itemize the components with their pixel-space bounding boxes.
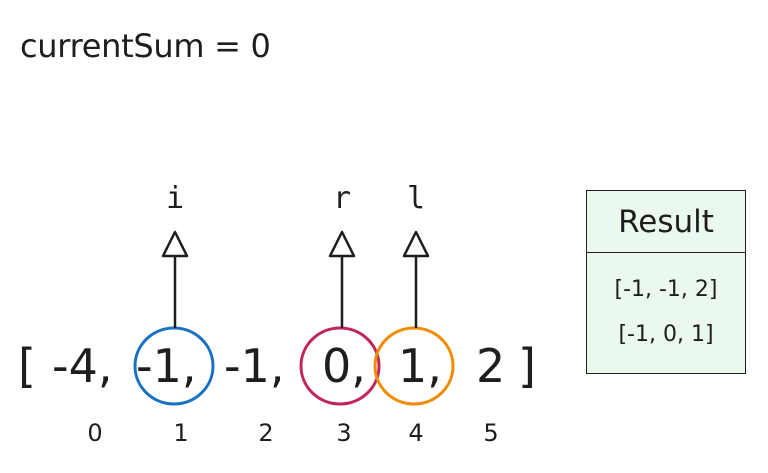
index-label-5: 5	[483, 419, 499, 447]
array-item-1: -1,	[136, 339, 197, 393]
index-label-4: 4	[408, 419, 424, 447]
array-close-bracket: ]	[518, 339, 536, 393]
circle-index-4	[373, 326, 455, 406]
arrow-i	[161, 230, 189, 328]
array-open-bracket: [	[18, 339, 36, 393]
arrow-l	[402, 230, 430, 328]
array-item-3: 0,	[322, 339, 366, 393]
result-row-0: [-1, -1, 2]	[614, 277, 718, 302]
array-item-2: -1,	[224, 339, 285, 393]
index-label-2: 2	[258, 419, 274, 447]
array-item-0: -4,	[52, 339, 113, 393]
pointer-label-r: r	[332, 181, 352, 216]
result-row-1: [-1, 0, 1]	[618, 322, 714, 347]
array-item-5: 2	[476, 339, 506, 393]
index-label-3: 3	[336, 419, 352, 447]
pointer-label-i: i	[165, 181, 185, 216]
result-box: Result [-1, -1, 2] [-1, 0, 1]	[586, 190, 746, 374]
index-label-0: 0	[87, 419, 103, 447]
pointer-label-l: l	[406, 181, 426, 216]
result-title: Result	[587, 191, 745, 253]
index-label-1: 1	[173, 419, 189, 447]
current-sum-label: currentSum = 0	[20, 27, 271, 65]
array-item-4: 1,	[398, 339, 442, 393]
circle-index-3	[299, 326, 381, 406]
arrow-r	[328, 230, 356, 328]
